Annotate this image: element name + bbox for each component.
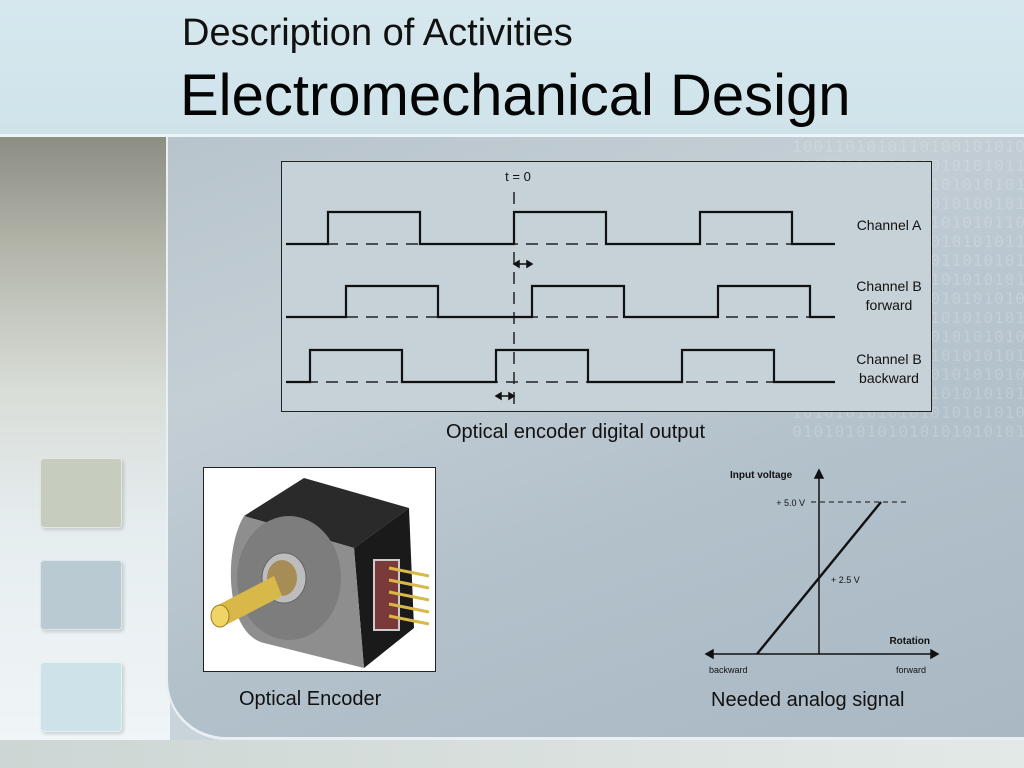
channel-a-label: Channel A bbox=[857, 217, 922, 233]
signal-line bbox=[756, 501, 882, 655]
slide-subtitle: Description of Activities bbox=[182, 12, 573, 54]
analog-chart: Input voltage + 5.0 V + 2.5 V Rotation b… bbox=[700, 462, 940, 680]
channel-b-backward-label-1: Channel B bbox=[856, 351, 921, 367]
timing-svg: t = 0 Channel A Channel B forward Channe… bbox=[286, 169, 922, 406]
slide-title: Electromechanical Design bbox=[180, 63, 851, 128]
channel-a-wave bbox=[286, 210, 835, 246]
x-axis-label: Rotation bbox=[889, 636, 930, 647]
x-axis-arrow-left bbox=[704, 648, 714, 660]
channel-b-forward-wave bbox=[286, 284, 835, 319]
encoder-illustration bbox=[210, 478, 430, 668]
y-axis-arrow bbox=[813, 468, 825, 479]
y-tick-2-5v: + 2.5 V bbox=[831, 575, 860, 585]
decor-square bbox=[40, 560, 122, 630]
channel-b-forward-label-2: forward bbox=[866, 297, 913, 313]
phase-arrows bbox=[494, 259, 534, 401]
header-band bbox=[0, 0, 1024, 137]
x-axis-arrow-right bbox=[930, 648, 940, 660]
analog-caption: Needed analog signal bbox=[711, 689, 905, 711]
channel-b-forward-label-1: Channel B bbox=[856, 278, 921, 294]
timing-caption: Optical encoder digital output bbox=[446, 421, 706, 443]
decor-square bbox=[40, 662, 122, 732]
time-marker-label: t = 0 bbox=[505, 169, 531, 184]
channel-b-backward-label-2: backward bbox=[859, 370, 919, 386]
encoder-photo bbox=[203, 467, 436, 672]
x-left-label: backward bbox=[709, 665, 748, 675]
bottom-band bbox=[0, 740, 1024, 768]
y-axis-label: Input voltage bbox=[730, 470, 793, 481]
timing-diagram: t = 0 Channel A Channel B forward Channe… bbox=[281, 161, 932, 412]
channel-b-backward-wave bbox=[286, 348, 835, 384]
x-right-label: forward bbox=[896, 665, 926, 675]
decor-square bbox=[40, 458, 122, 528]
y-tick-5v: + 5.0 V bbox=[776, 498, 805, 508]
analog-svg: Input voltage + 5.0 V + 2.5 V Rotation b… bbox=[704, 468, 940, 675]
photo-caption: Optical Encoder bbox=[239, 688, 382, 710]
